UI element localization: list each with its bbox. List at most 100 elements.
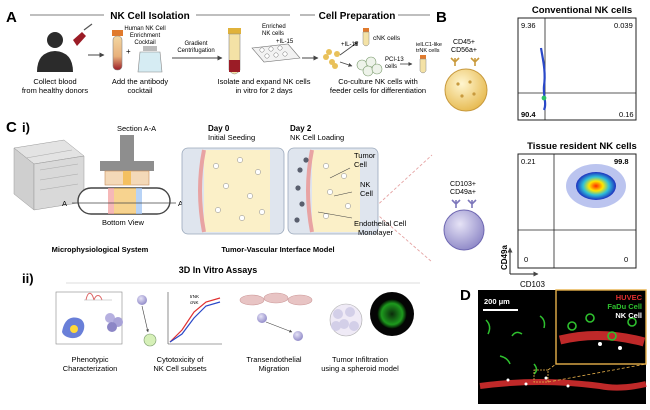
y-axis-label: CD49a	[500, 245, 509, 270]
assay2-line2: NK Cell subsets	[153, 364, 207, 373]
il15-label-2: +IL-15	[341, 42, 359, 48]
tumor-label-2: Cell	[354, 160, 367, 169]
top-marker-1: CD45+	[453, 39, 475, 46]
day2-title: Day 2	[290, 124, 312, 133]
step1-line2: from healthy donors	[22, 86, 89, 95]
bottom-q-bl: 0	[524, 255, 528, 264]
top-q-tr: 0.039	[614, 21, 633, 30]
ielc-label-1: ieILC1-like	[416, 42, 442, 48]
trnk-cell-icon	[443, 199, 485, 251]
panel-b: B Conventional NK cells CD45+ CD56a+ 9.3…	[436, 5, 637, 289]
microscopy-inset	[555, 289, 647, 365]
cytotox-chart: trNK cNK	[167, 292, 222, 345]
assay1-line2: Characterization	[63, 364, 118, 373]
gradient-label-2: Centrifugation	[177, 48, 214, 54]
il15-label-1: +IL-15	[276, 39, 294, 45]
scale-label: 200 μm	[484, 297, 510, 306]
top-q-br: 0.16	[619, 110, 634, 119]
section-aa-drawing	[100, 135, 154, 186]
day0-chamber	[181, 147, 285, 235]
cnk-label: cNK cells	[373, 35, 401, 42]
top-q-tl: 9.36	[521, 21, 536, 30]
cnk-tube-icon	[362, 28, 370, 47]
step4-line1: Co-culture NK cells with	[338, 77, 418, 86]
assay2-line1: Cytotoxicity of	[157, 355, 205, 364]
conventional-title: Conventional NK cells	[532, 5, 632, 16]
pci13-label-1: PCI-13	[385, 57, 404, 63]
section-nk-isolation: NK Cell Isolation	[110, 11, 189, 22]
donor-icon	[37, 23, 93, 72]
caption-tvi: Tumor-Vascular Interface Model	[221, 245, 334, 254]
tissue-flow-plot: 0.21 99.8 0 0	[517, 153, 637, 269]
panel-c-ii-label: ii)	[22, 271, 34, 286]
section-cell-preparation: Cell Preparation	[319, 11, 396, 22]
axis-a-left: A	[62, 199, 67, 208]
centrifuge-tube-icon	[228, 28, 241, 75]
day2-subtitle: NK Cell Loading	[290, 133, 344, 142]
zoom-connector	[371, 154, 433, 263]
step1-line1: Collect blood	[33, 77, 76, 86]
assay4-line2: using a spheroid model	[321, 364, 399, 373]
tumor-label-1: Tumor	[354, 151, 376, 160]
top-marker-2: CD56a+	[451, 47, 477, 54]
tissue-resident-title: Tissue resident NK cells	[527, 141, 637, 152]
cnk-cell-icon	[444, 57, 488, 112]
panel-a-label: A	[6, 9, 17, 26]
nk-label-1: NK	[360, 180, 370, 189]
assay3-line2: Migration	[259, 364, 290, 373]
pci13-label-2: cells	[385, 64, 397, 70]
bottom-view-label: Bottom View	[102, 218, 145, 227]
step4-line2: feeder cells for differentiation	[330, 86, 426, 95]
bottom-view-drawing	[72, 187, 176, 215]
legend-fadu: FaDu Cell	[607, 302, 642, 311]
well-plate-icon	[251, 43, 301, 63]
antibody-cocktail-icon	[137, 46, 163, 73]
bottom-q-tl: 0.21	[521, 157, 536, 166]
assays-title: 3D In Vitro Assays	[179, 265, 258, 275]
legend-huvec: HUVEC	[616, 293, 643, 302]
pci13-feeder-cells	[356, 56, 383, 77]
legend-cnk: cNK	[190, 300, 199, 305]
step2-line2: cocktail	[127, 86, 152, 95]
panel-c-label: C	[6, 119, 17, 136]
caption-mps: Microphysiological System	[52, 245, 149, 254]
endo-label-2: Monolayer	[358, 228, 394, 237]
panel-d: D 200 μm HUVEC FaDu Cell NK Cell	[460, 287, 647, 404]
panel-a: A NK Cell Isolation Cell Preparation Col…	[6, 9, 442, 95]
panel-d-label: D	[460, 287, 471, 304]
cell-cluster-icon	[105, 313, 123, 332]
spheroid-model-icon	[329, 303, 363, 337]
assay3-line1: Transendothelial	[246, 355, 302, 364]
axis-a-right: A	[178, 199, 183, 208]
cytotox-cells	[137, 295, 157, 347]
x-axis-label: CD103	[520, 280, 545, 289]
blood-tube-icon	[112, 30, 123, 71]
assay4-line1: Tumor Infiltration	[332, 355, 388, 364]
nk-label-2: Cell	[360, 189, 373, 198]
ielc-label-2: trNK cells	[416, 48, 440, 54]
trnk-tube-icon	[419, 55, 427, 74]
spheroid-image	[370, 292, 414, 336]
cocktail-label-1: Human NK Cell	[124, 26, 165, 32]
assay1-line1: Phenotypic	[71, 355, 108, 364]
step3-line1: Isolate and expand NK cells	[218, 77, 311, 86]
transendothelial-icon	[239, 292, 313, 341]
plus-sign: +	[126, 47, 131, 56]
day0-subtitle: Initial Seeding	[208, 133, 255, 142]
bottom-q-br: 0	[624, 255, 628, 264]
cocktail-label-3: Cocktail	[134, 40, 155, 46]
section-aa-label: Section A-A	[117, 124, 156, 133]
nk-cells-cluster	[323, 49, 340, 69]
bottom-marker-1: CD103+	[450, 181, 476, 188]
bottom-marker-2: CD49a+	[450, 189, 476, 196]
enriched-label-1: Enriched	[262, 24, 286, 30]
mps-device	[13, 139, 85, 211]
bottom-q-tr: 99.8	[614, 157, 629, 166]
conventional-flow-plot: 9.36 0.039 90.4 0.16	[517, 17, 637, 121]
endo-label-1: Endothelial Cell	[354, 219, 406, 228]
legend-trnk: trNK	[190, 294, 199, 299]
panel-b-label: B	[436, 9, 447, 26]
panel-c-i-label: i)	[22, 120, 30, 135]
panel-c-ii: ii) 3D In Vitro Assays Phenotypic Charac…	[22, 265, 420, 373]
